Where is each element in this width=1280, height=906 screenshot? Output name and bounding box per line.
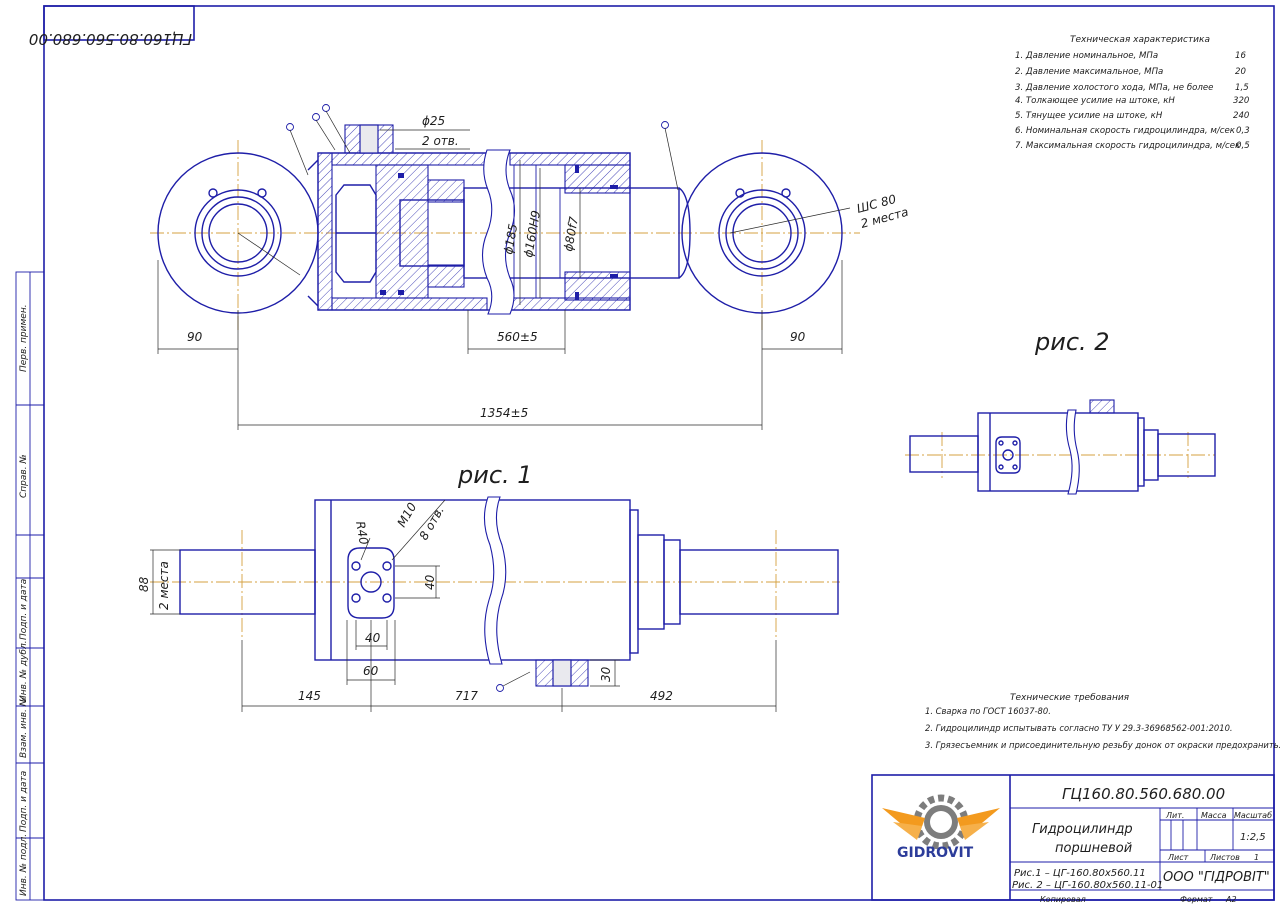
tech-char-item: 3. Давление холостого хода, МПа, не боле… (1015, 83, 1213, 93)
tech-characteristics: Техническая характеристика 1. Давление н… (1015, 35, 1250, 151)
tech-char-item: 4. Толкающее усилие на штоке, кН (1015, 96, 1175, 106)
dim-port-dia: ϕ25 (422, 114, 445, 128)
side-labels: Перв. примен. Справ. № Подп. и дата Инв.… (19, 304, 29, 896)
section-dimensions: 90 560±5 90 1354±5 (157, 260, 843, 430)
dim-radius: R40 (353, 520, 371, 546)
title-name-line2: поршневой (1055, 841, 1132, 856)
title-format-value: А2 (1225, 895, 1237, 904)
stamp-code-rotated: ГЦ160.80.560.680.00 (29, 30, 192, 48)
dim-length-717: 717 (455, 689, 478, 703)
side-label-repl-inv: Взам. инв. № (19, 697, 29, 758)
dim-eye-left: 90 (187, 330, 203, 344)
title-mass-label: Масса (1201, 811, 1227, 820)
tech-req-item: 2. Гидроцилиндр испытывать согласно ТУ У… (925, 723, 1233, 733)
title-sheets-label: Листов (1209, 853, 1240, 862)
tech-char-value: 0,5 (1236, 141, 1250, 151)
title-block: ГЦ160.80.560.680.00 Гидроцилиндр поршнев… (871, 774, 1275, 904)
cylinder-barrel-section (317, 124, 691, 315)
leader-balloons (286, 104, 679, 191)
dim-length-145: 145 (298, 689, 321, 703)
figure-2-label: рис. 2 (1034, 328, 1110, 356)
logo-text: GIDROVIT (897, 845, 974, 861)
tech-char-title: Техническая характеристика (1070, 35, 1210, 45)
title-format-label: Формат (1180, 895, 1213, 904)
figure-2-view (905, 399, 1216, 495)
dim-eye-right: 90 (790, 330, 806, 344)
side-label-sign-date-1: Подп. и дата (19, 579, 29, 640)
dim-rod-count: 2 места (157, 561, 171, 610)
sheet-frame (15, 5, 1275, 901)
dim-bore-outer: ϕ185 (501, 223, 520, 256)
dim-thread: M10 (394, 500, 419, 530)
tech-char-value: 0,3 (1236, 126, 1250, 136)
figure-1-label: рис. 1 (457, 461, 533, 489)
title-scale-value: 1:2,5 (1240, 832, 1266, 843)
side-label-dup-inv: Инв. № дубл. (19, 640, 29, 702)
title-lit-label: Лит. (1165, 811, 1184, 820)
tech-req-item: 3. Грязесъемник и присоединительную резь… (925, 740, 1280, 750)
side-label-first-use: Перв. примен. (19, 304, 29, 372)
side-label-orig-inv: Инв. № подл. (19, 834, 29, 896)
title-designation: ГЦ160.80.560.680.00 (1062, 785, 1225, 803)
dim-pcd-horizontal: 40 (365, 631, 381, 645)
tech-char-value: 16 (1235, 51, 1246, 61)
tech-char-value: 1,5 (1235, 83, 1249, 93)
gidrovit-logo: GIDROVIT (882, 794, 1000, 861)
title-variant-2: Рис. 2 – ЦГ-160.80х560.11-01 (1012, 880, 1163, 891)
tech-char-value: 320 (1233, 96, 1250, 106)
left-rod-eye (157, 152, 319, 314)
tech-requirements: Технические требования 1. Сварка по ГОСТ… (925, 693, 1280, 750)
title-sheet-label: Лист (1167, 853, 1189, 862)
title-sheets-value: 1 (1254, 853, 1259, 862)
tech-char-item: 2. Давление максимальное, МПа (1015, 67, 1163, 77)
side-label-ref-no: Справ. № (19, 454, 29, 498)
tech-char-value: 20 (1235, 67, 1246, 77)
dim-port-count: 2 отв. (422, 134, 459, 148)
title-company: ООО "ГІДРОВІТ" (1163, 870, 1270, 885)
dim-port-height: 30 (599, 666, 613, 682)
tech-char-item: 7. Максимальная скорость гидроцилиндра, … (1015, 141, 1241, 151)
dim-overall: 1354±5 (480, 406, 528, 420)
tech-char-item: 5. Тянущее усилие на штоке, кН (1015, 111, 1163, 121)
dim-length-492: 492 (650, 689, 673, 703)
tech-req-item: 1. Сварка по ГОСТ 16037-80. (925, 706, 1051, 716)
tech-char-item: 1. Давление номинальное, МПа (1015, 51, 1158, 61)
title-name-line1: Гидроцилиндр (1032, 822, 1133, 837)
outer-view: R40 M10 8 отв. 40 40 60 88 2 места 30 14… (137, 496, 840, 712)
side-label-sign-date-2: Подп. и дата (19, 771, 29, 832)
title-copied-label: Копировал (1040, 895, 1086, 904)
dim-pcd-vertical: 40 (423, 574, 437, 590)
tech-req-title: Технические требования (1010, 693, 1130, 703)
tech-char-value: 240 (1233, 111, 1250, 121)
title-scale-label: Масштаб (1234, 811, 1272, 820)
title-variant-1: Рис.1 – ЦГ-160.80х560.11 (1014, 868, 1146, 879)
dim-stroke: 560±5 (497, 330, 538, 344)
tech-char-item: 6. Номинальная скорость гидроцилиндра, м… (1015, 126, 1236, 136)
section-view: ϕ25 2 отв. ϕ185 ϕ160H9 ϕ80f7 ШС 80 2 мес… (150, 104, 910, 430)
dim-thread-count: 8 отв. (416, 504, 446, 543)
dim-rod-dia: 88 (137, 576, 151, 592)
dim-rod-f7: ϕ80f7 (561, 215, 581, 252)
